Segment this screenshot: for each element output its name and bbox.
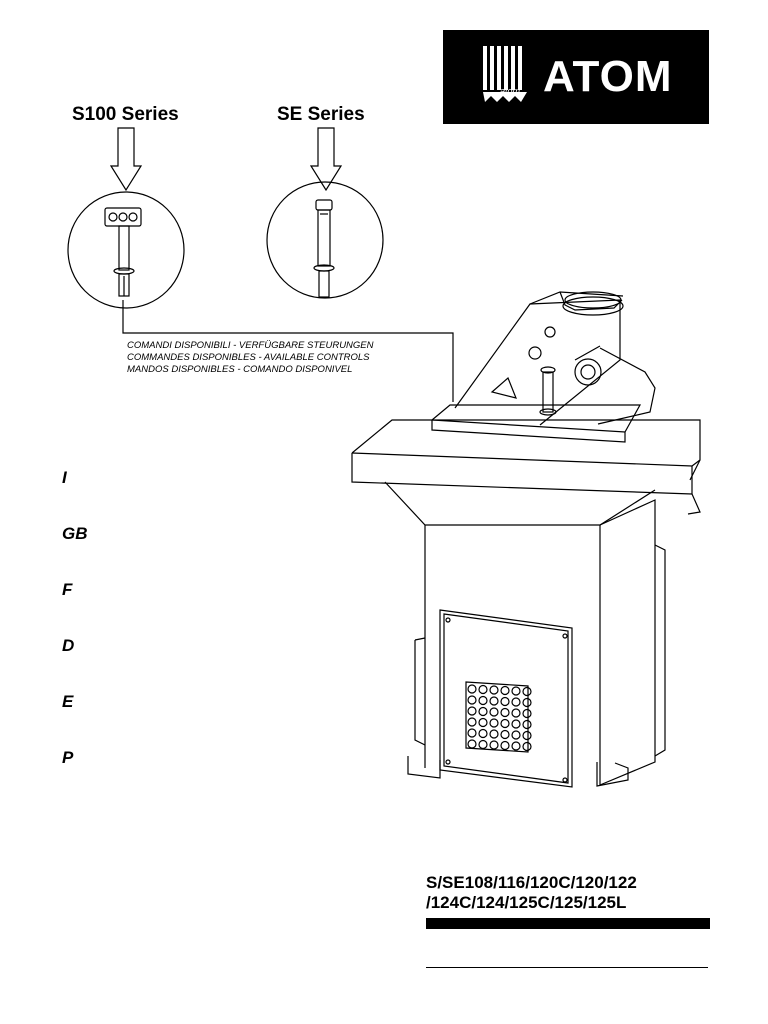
- vent-hole: [522, 697, 532, 708]
- vent-hole: [467, 739, 477, 749]
- s100-control-circle: [67, 191, 185, 309]
- vent-hole: [489, 707, 499, 717]
- vent-hole: [522, 730, 532, 741]
- lang-de: D: [62, 636, 75, 655]
- controls-line-2: COMMANDES DISPONIBLES - AVAILABLE CONTRO…: [127, 352, 370, 363]
- vent-hole: [500, 685, 510, 696]
- vent-hole: [500, 696, 510, 707]
- vent-hole: [511, 697, 521, 707]
- vent-hole: [511, 686, 521, 696]
- vent-hole: [522, 686, 532, 697]
- vent-hole: [511, 741, 521, 751]
- vent-hole: [489, 729, 499, 739]
- se-control-circle: [266, 181, 384, 299]
- se-arrow-icon: [309, 127, 343, 192]
- vent-hole: [467, 728, 477, 738]
- s100-arrow-icon: [109, 127, 143, 192]
- vent-hole: [467, 684, 477, 694]
- vent-hole: [522, 741, 532, 752]
- controls-line-3: MANDOS DISPONIBLES - COMANDO DISPONIVEL: [127, 364, 353, 375]
- divider-line: [426, 967, 708, 968]
- vent-hole: [500, 718, 510, 729]
- vent-hole: [478, 739, 488, 750]
- vent-hole: [500, 729, 510, 740]
- vent-hole: [467, 706, 477, 716]
- title-bar: [426, 918, 710, 929]
- vent-hole: [489, 740, 499, 750]
- vent-hole: [478, 695, 488, 706]
- vent-hole: [467, 717, 477, 727]
- vent-hole: [489, 718, 499, 728]
- vent-hole: [522, 719, 532, 730]
- vent-hole: [489, 696, 499, 706]
- vent-hole: [500, 707, 510, 718]
- vent-hole: [500, 740, 510, 751]
- lang-gb: GB: [62, 524, 88, 543]
- brand-name: ATOM: [543, 52, 673, 101]
- se-series-label: SE Series: [277, 104, 365, 125]
- lang-es: E: [62, 692, 74, 711]
- vent-grid: [465, 681, 532, 753]
- s100-series-label: S100 Series: [72, 104, 179, 125]
- vent-hole: [478, 684, 488, 695]
- vent-hole: [467, 695, 477, 705]
- brand-logo-box: [443, 30, 709, 124]
- lang-it: I: [62, 468, 67, 487]
- lang-pt: P: [62, 748, 74, 767]
- models-line-2: /124C/124/125C/125/125L: [426, 893, 627, 912]
- vent-hole: [478, 728, 488, 739]
- lang-fr: F: [62, 580, 73, 599]
- vent-frame: [465, 681, 529, 753]
- vent-hole: [489, 685, 499, 695]
- vent-hole: [511, 719, 521, 729]
- vent-hole: [478, 706, 488, 717]
- vent-hole: [511, 730, 521, 740]
- vent-hole: [511, 708, 521, 718]
- controls-line-1: COMANDI DISPONIBILI - VERFÜGBARE STEURUN…: [127, 340, 374, 351]
- vent-hole: [478, 717, 488, 728]
- vent-hole: [522, 708, 532, 719]
- models-line-1: S/SE108/116/120C/120/122: [426, 873, 637, 892]
